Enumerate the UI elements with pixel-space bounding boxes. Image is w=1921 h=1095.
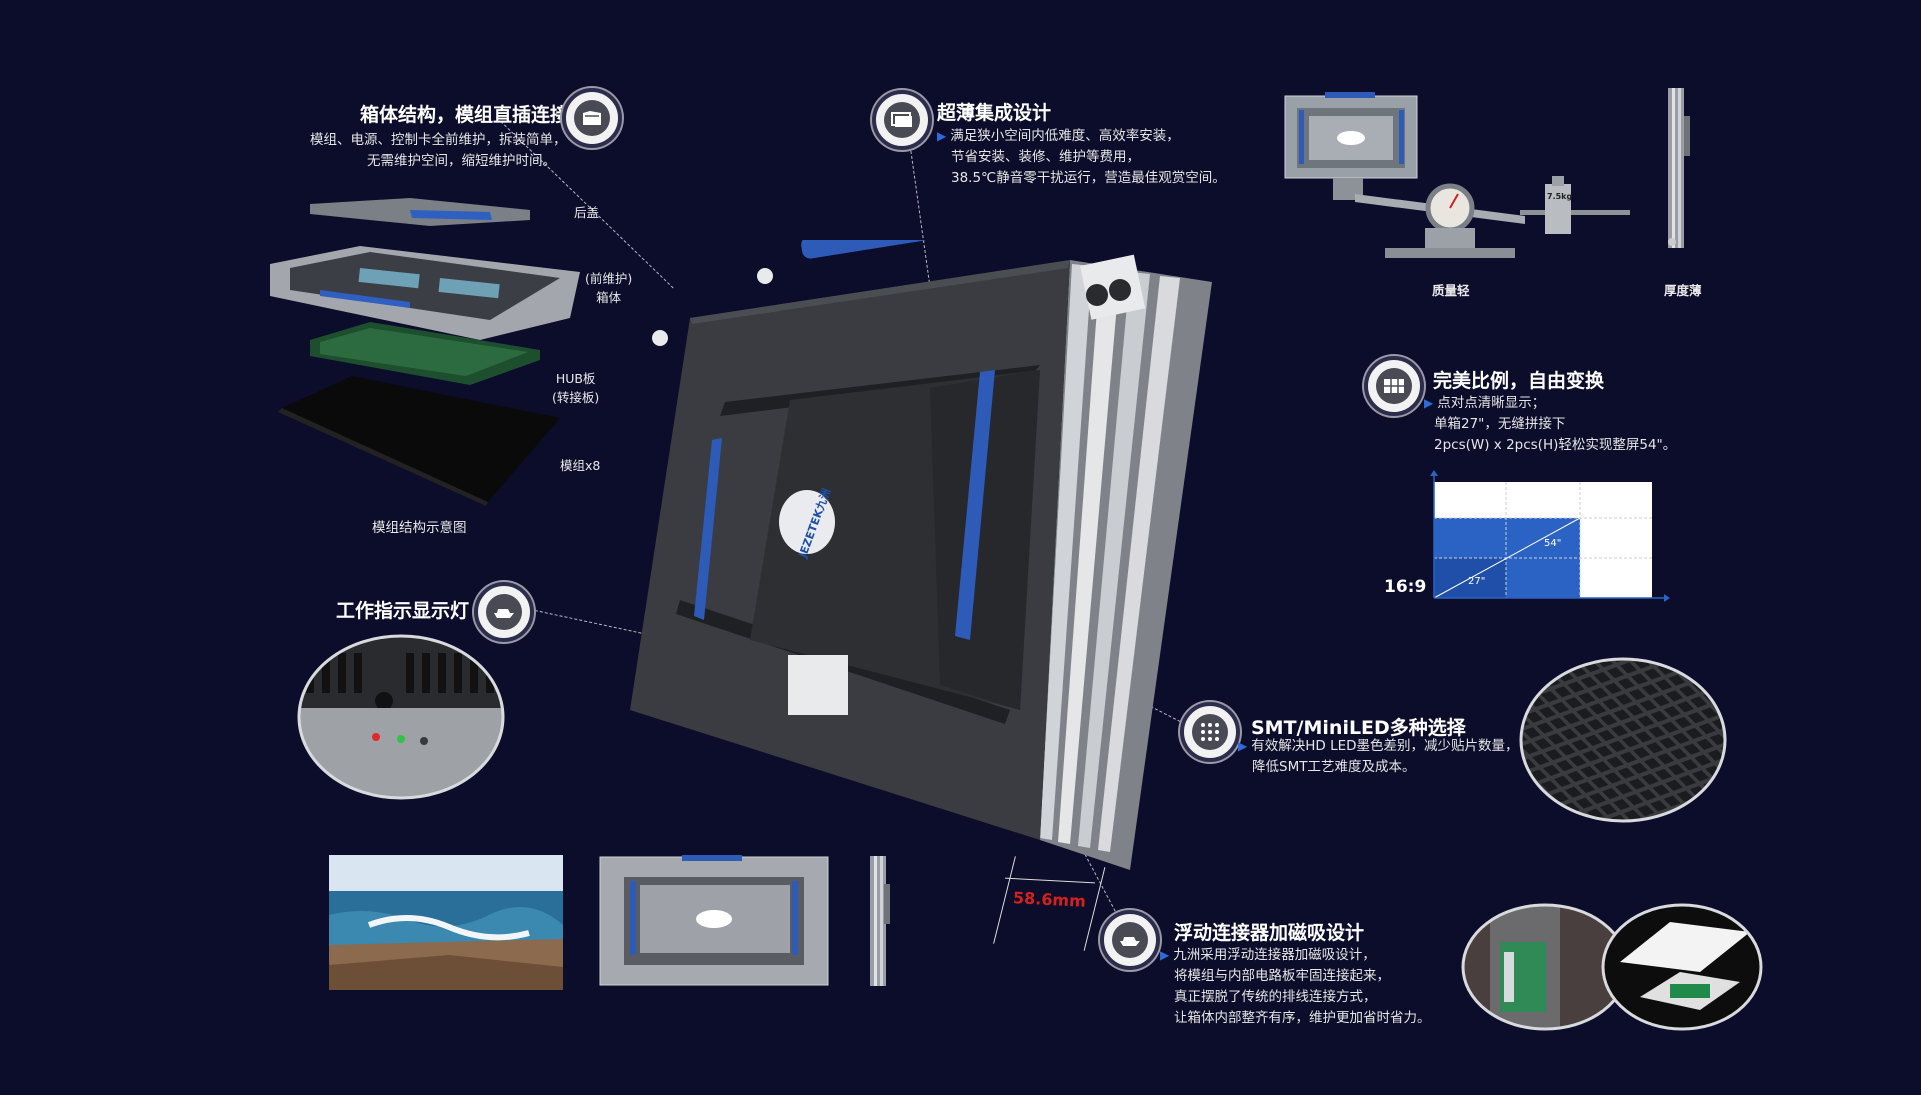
grid-icon [1383,378,1404,393]
triangle-bullet-icon: ▶ [1160,948,1170,962]
desc-line: 满足狭小空间内低难度、高效率安装， [950,128,1180,144]
module-label: 模组x8 [560,458,601,473]
ultrathin-desc: ▶满足狭小空间内低难度、高效率安装， 节省安装、装修、维护等费用， 38.5℃静… [937,126,1226,189]
folder-icon [582,110,601,125]
exploded-module-diagram [270,198,580,506]
cabinet-label-line: (前维护) [585,271,633,286]
ratio-icon-badge [1364,356,1424,416]
box-structure-desc: 模组、电源、控制卡全前维护，拆装简单， 无需维护空间，缩短维护时间。 [310,130,567,172]
aspect-ratio-label: 16:9 [1384,577,1427,597]
layers-icon [890,111,912,127]
hub-label-line: HUB板 [555,371,596,386]
boat-icon [493,608,514,618]
seascape-photo [329,855,563,990]
connector-icon-badge [1100,910,1160,970]
triangle-bullet-icon: ▶ [937,129,947,143]
connector-desc: ▶九洲采用浮动连接器加磁吸设计， 将模组与内部电路板牢固连接起来， 真正摆脱了传… [1160,945,1431,1029]
ultrathin-title: 超薄集成设计 [937,102,1052,124]
desc-line: 点对点清晰显示； [1437,395,1546,411]
smt-closeup [1519,657,1727,823]
desc-line: 让箱体内部整齐有序，维护更加省时省力。 [1174,1010,1431,1026]
smt-desc: ▶有效解决HD LED墨色差别，减少贴片数量， 降低SMT工艺难度及成本。 [1238,736,1519,778]
boat-icon [1119,936,1140,946]
cabinet-label: (前维护) 箱体 [585,268,632,306]
indicator-icon-badge [474,582,534,642]
indicator-title: 工作指示显示灯 [336,600,470,622]
cabinet-side-thumbnail [870,856,890,986]
lightweight-scale-illustration [1284,92,1630,258]
rear-cover-label: 后盖 [574,205,600,220]
smt-icon-badge [1180,702,1240,762]
triangle-bullet-icon: ▶ [1424,396,1434,410]
ratio-desc: ▶点对点清晰显示； 单箱27"，无缝拼接下 2pcs(W) x 2pcs(H)轻… [1424,393,1676,456]
desc-line: 九洲采用浮动连接器加磁吸设计， [1173,947,1376,963]
desc-line: 38.5℃静音零干扰运行，营造最佳观赏空间。 [951,170,1226,186]
desc-line: 将模组与内部电路板牢固连接起来， [1174,968,1390,984]
lightweight-label: 质量轻 [1432,283,1470,298]
indicator-closeup [297,634,505,800]
led-matrix-icon [1200,722,1219,741]
connector-title: 浮动连接器加磁吸设计 [1174,922,1365,944]
desc-line: 无需维护空间，缩短维护时间。 [367,153,556,169]
thin-label: 厚度薄 [1664,283,1702,298]
desc-line: 单箱27"，无缝拼接下 [1434,416,1566,432]
smt-title: SMT/MiniLED多种选择 [1251,717,1466,739]
cabinet-front-thumbnail [599,855,829,986]
connector-closeup-left [1461,903,1629,1031]
ratio-small-label: 27" [1468,576,1486,587]
desc-line: 节省安装、装修、维护等费用， [951,149,1140,165]
exploded-caption: 模组结构示意图 [372,520,467,536]
triangle-bullet-icon: ▶ [1238,739,1248,753]
desc-line: 有效解决HD LED墨色差别，减少贴片数量， [1251,738,1519,754]
led-cabinet-main-image [630,240,1212,870]
ratio-title: 完美比例，自由变换 [1433,370,1605,392]
connector-closeup-right [1601,903,1763,1031]
desc-line: 真正摆脱了传统的排线连接方式， [1174,989,1377,1005]
box-structure-icon-badge [562,88,622,148]
hub-label: HUB板 (转接板) [552,368,599,406]
ultrathin-icon-badge [872,90,932,150]
desc-line: 模组、电源、控制卡全前维护，拆装简单， [310,132,567,148]
desc-line: 2pcs(W) x 2pcs(H)轻松实现整屏54"。 [1434,437,1677,453]
thin-profile-illustration [1668,88,1690,248]
ratio-large-label: 54" [1544,538,1562,549]
ratio-diagram [1430,470,1670,602]
desc-line: 降低SMT工艺难度及成本。 [1252,759,1416,775]
cabinet-label-line: 箱体 [596,290,622,305]
weight-tag: 7.5kg [1547,192,1573,201]
thickness-label: 58.6mm [1012,888,1087,911]
hub-label-line: (转接板) [552,390,600,405]
box-structure-title: 箱体结构，模组直插连接 [360,104,570,126]
